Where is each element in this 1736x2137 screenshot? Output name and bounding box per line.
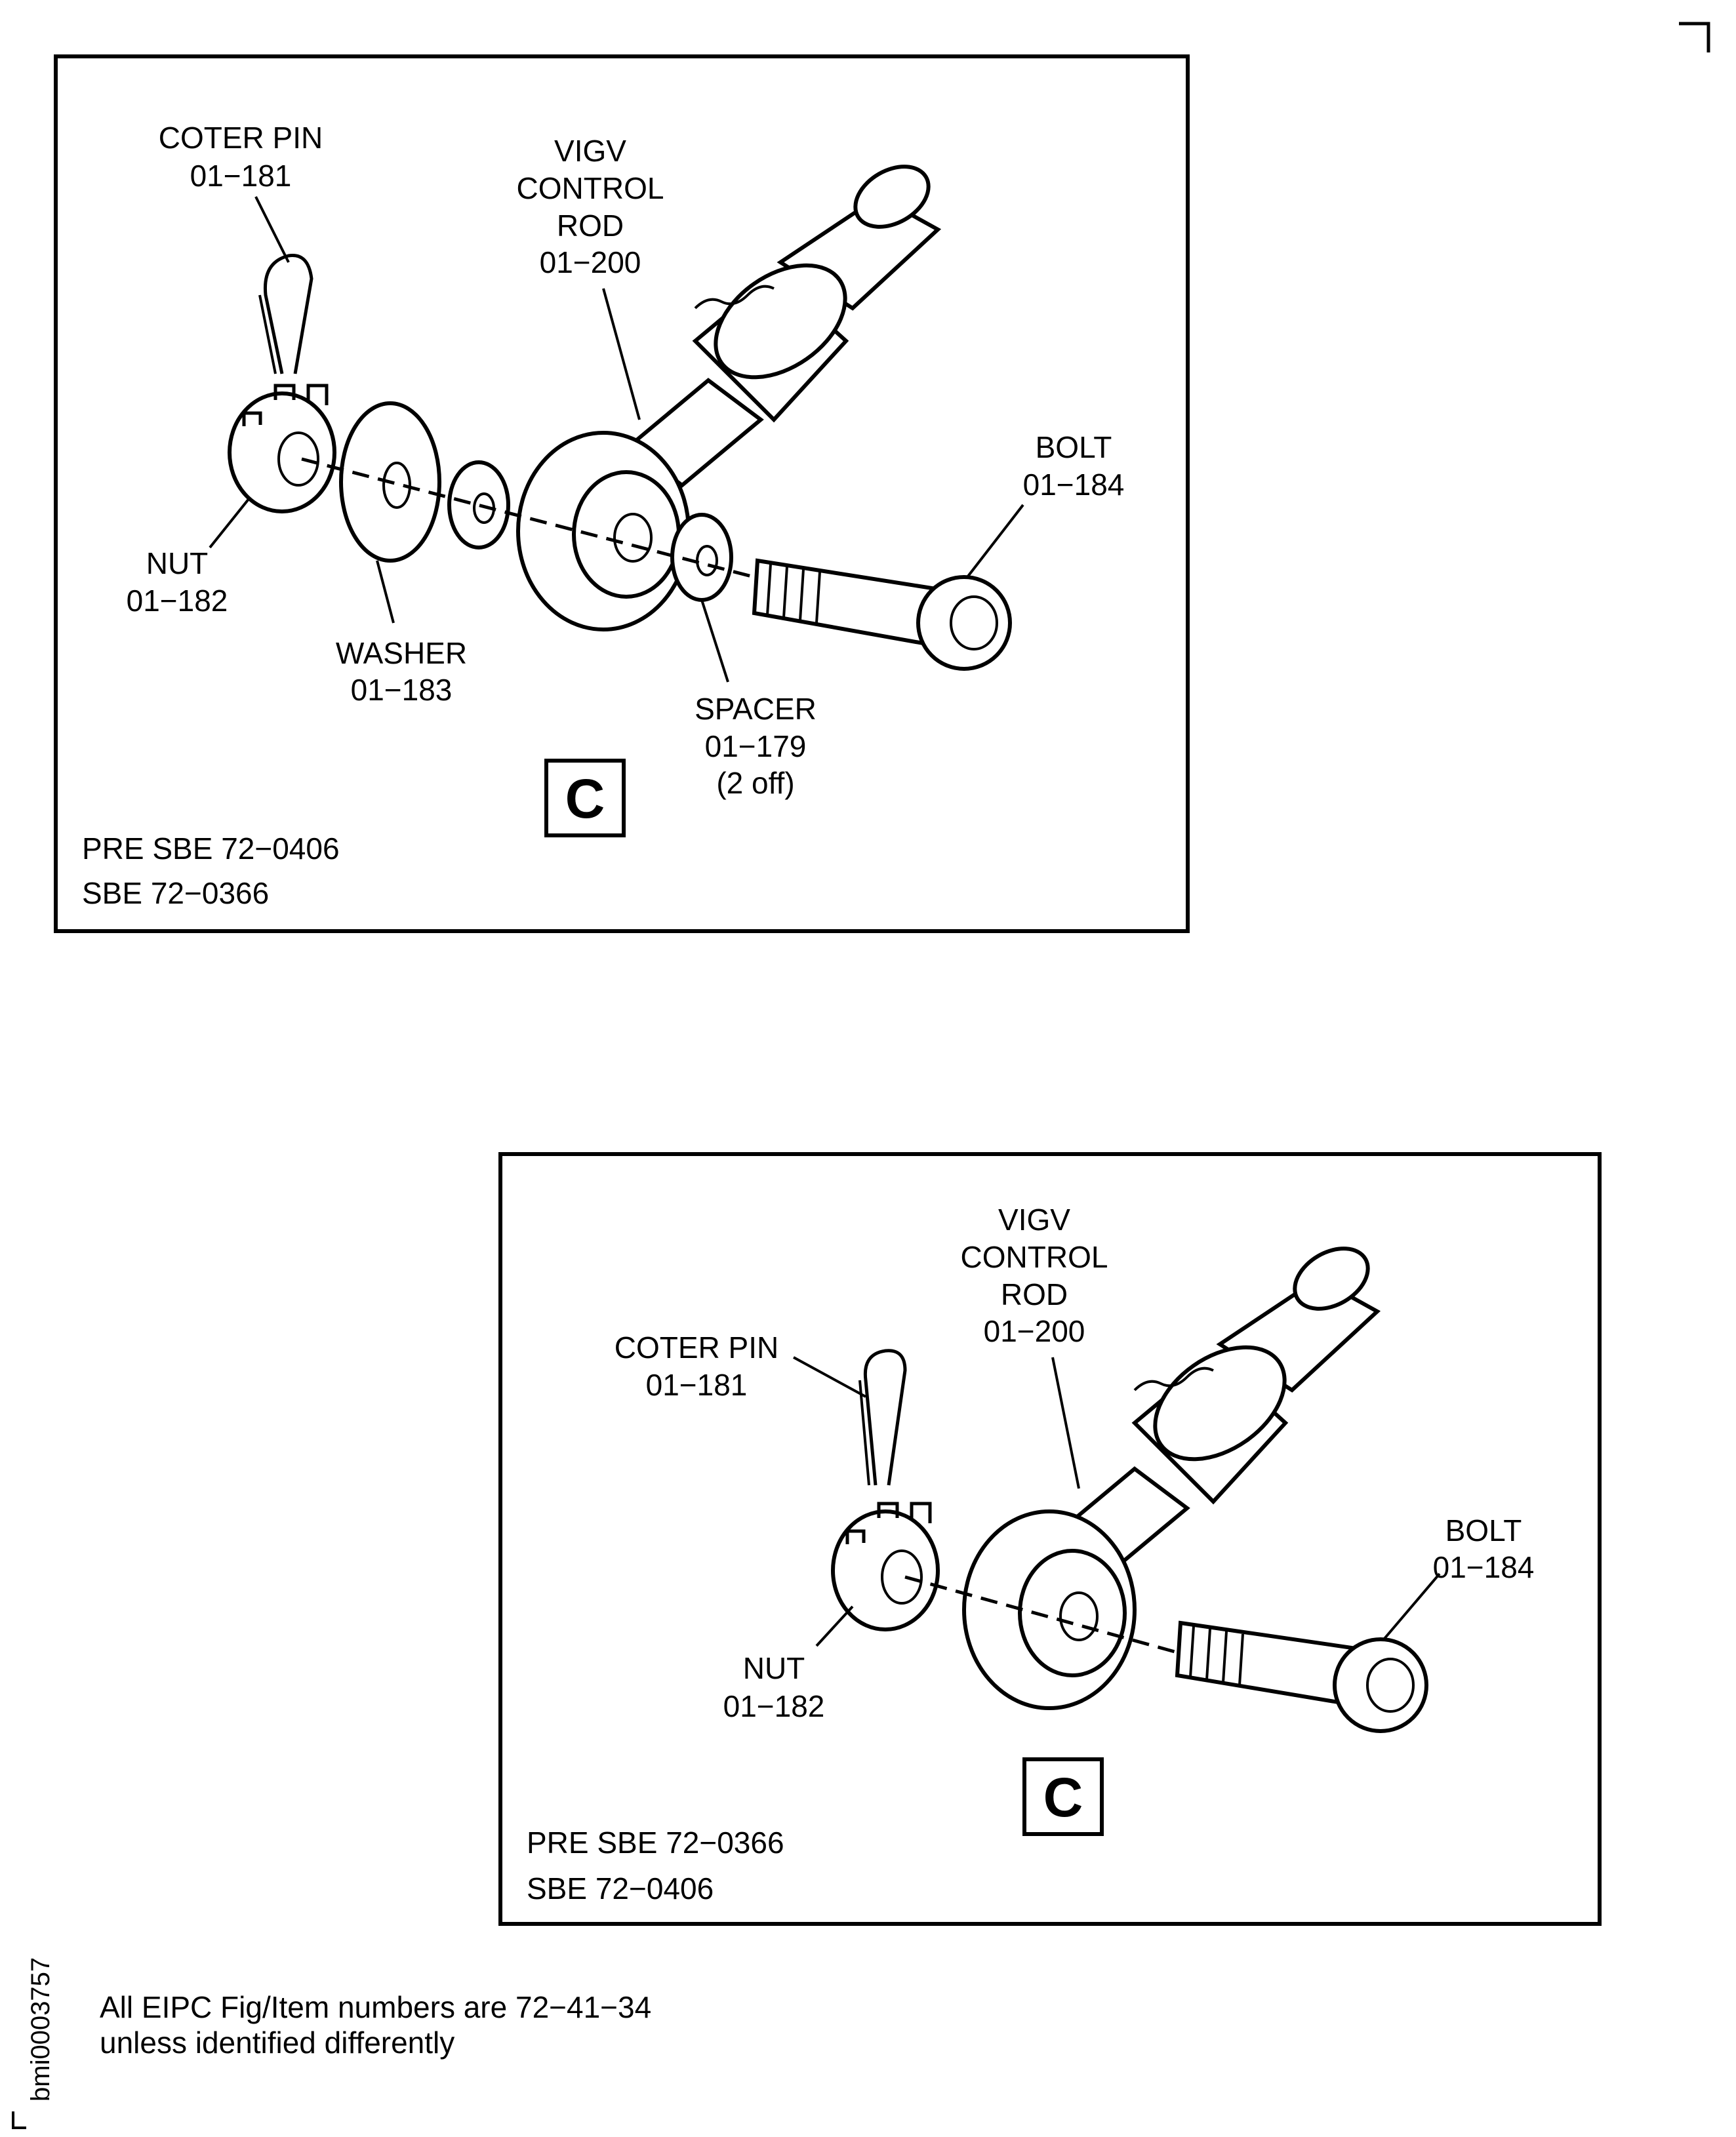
note-line1-bottom: PRE SBE 72−0366 [527,1826,784,1860]
bolt-illustration-bottom [1175,1620,1428,1733]
label-rod-line3: ROD [557,209,624,243]
vigv-control-rod-illustration [516,165,942,631]
label-coter-pin-bottom: COTER PIN [615,1330,778,1365]
label-nut-number: 01−182 [127,584,228,618]
label-rod-line2-bottom: CONTROL [961,1240,1108,1274]
nut-illustration-bottom [831,1502,940,1631]
label-washer-number: 01−183 [351,673,453,707]
figure-id: bmi0003757 [26,1957,55,2102]
label-bolt: BOLT [1036,430,1112,464]
corner-crop-mark [1679,22,1710,52]
note-line2: SBE 72−0366 [82,876,269,910]
leader-coter-pin-bottom [793,1356,866,1398]
nut-illustration [228,384,336,513]
bolt-illustration [752,558,1012,671]
label-washer: WASHER [336,636,467,670]
coter-pin-illustration [258,253,313,374]
label-rod-line1: VIGV [554,134,626,168]
spacer-left-illustration [447,460,510,549]
label-rod-number: 01−200 [540,245,641,279]
panel-top: COTER PIN 01−181 VIGV CONTROL ROD 01−200… [54,54,1190,933]
panel-top-frame [54,54,1190,933]
label-nut: NUT [146,546,209,580]
leader-bolt [966,504,1024,578]
coter-pin-illustration-bottom [858,1349,907,1486]
label-rod-number-bottom: 01−200 [984,1314,1085,1348]
panel-bottom: VIGV CONTROL ROD 01−200 COTER PIN 01−181… [498,1152,1602,1926]
label-rod-line1-bottom: VIGV [998,1203,1070,1237]
view-c-letter-bottom: C [1043,1767,1083,1828]
label-bolt-bottom: BOLT [1445,1513,1522,1548]
footnote-line2: unless identified differently [100,2026,455,2060]
leader-control-rod [602,288,641,420]
label-bolt-number-bottom: 01−184 [1433,1550,1535,1584]
label-rod-line2: CONTROL [517,171,664,205]
label-coter-pin: COTER PIN [159,121,323,155]
label-spacer: SPACER [695,692,817,726]
leader-spacer [700,599,729,683]
label-spacer-qty: (2 off) [716,766,794,800]
view-c-letter: C [565,768,605,829]
vigv-control-rod-illustration-bottom [962,1247,1381,1710]
label-spacer-number: 01−179 [705,729,807,763]
view-c-box [544,759,626,837]
leader-nut-bottom [815,1605,854,1647]
label-rod-line3-bottom: ROD [1001,1277,1068,1311]
footnote-line1: All EIPC Fig/Item numbers are 72−41−34 [100,1990,652,2024]
label-coter-pin-number: 01−181 [190,159,292,193]
assembly-centre-line-bottom [904,1575,1178,1654]
view-c-box-bottom [1022,1757,1104,1836]
note-line2-bottom: SBE 72−0406 [527,1871,714,1906]
side-id-tick [12,2111,26,2129]
label-nut-number-bottom: 01−182 [723,1689,825,1723]
note-line1: PRE SBE 72−0406 [82,831,340,866]
leader-coter-pin [254,196,290,263]
leader-washer [376,560,395,624]
panel-bottom-frame [498,1152,1602,1926]
label-nut-bottom: NUT [743,1651,805,1685]
label-bolt-number: 01−184 [1023,468,1125,502]
label-coter-pin-number-bottom: 01−181 [646,1368,748,1402]
leader-nut [209,497,251,549]
leader-control-rod-bottom [1051,1357,1080,1489]
spacer-right-illustration [670,513,733,602]
leader-bolt-bottom [1383,1572,1441,1641]
